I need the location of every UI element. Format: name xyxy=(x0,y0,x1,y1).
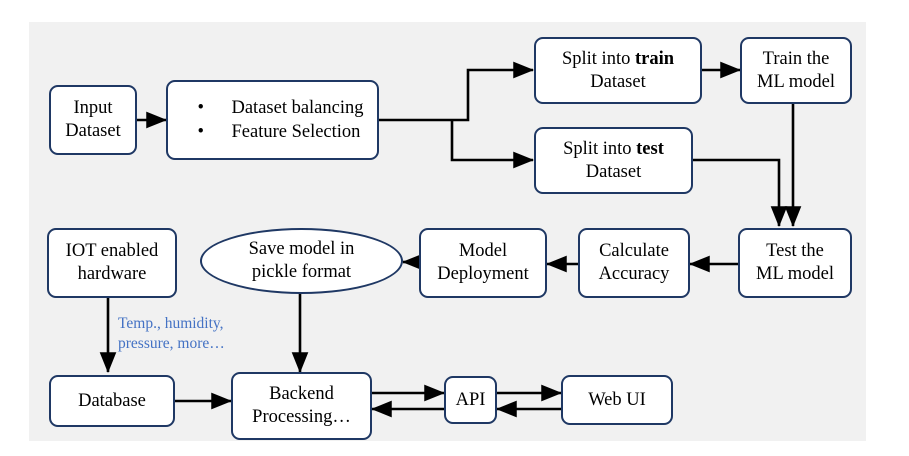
bullet-item-0: • Dataset balancing xyxy=(197,96,363,120)
node-split-test-prefix: Split into xyxy=(563,138,637,159)
node-calculate-accuracy-line2: Accuracy xyxy=(598,264,670,284)
node-model-deployment-line2: Deployment xyxy=(437,264,529,284)
node-split-test-line2: Dataset xyxy=(585,161,642,182)
node-train-model-line1: Train the xyxy=(762,48,830,69)
bullet-item-1: • Feature Selection xyxy=(197,120,363,144)
node-calculate-accuracy-line1: Calculate xyxy=(599,241,669,262)
node-iot-hardware-line2: hardware xyxy=(77,264,147,284)
edge-label-line1: Temp., humidity, xyxy=(118,315,224,332)
node-save-pickle-line2: pickle format xyxy=(251,262,352,282)
node-backend-line2: Processing… xyxy=(252,407,351,427)
bullet-label-1: Feature Selection xyxy=(231,122,361,142)
node-preprocessing-bullets: • Dataset balancing • Feature Selection xyxy=(181,96,363,144)
node-api[interactable]: API xyxy=(444,376,497,424)
edge-label-line2: pressure, more… xyxy=(118,335,225,353)
node-web-ui-label: Web UI xyxy=(588,389,646,410)
node-web-ui[interactable]: Web UI xyxy=(561,375,673,425)
node-test-model-line1: Test the xyxy=(766,241,824,262)
edge-label-iot-to-database: Temp., humidity, pressure, more… xyxy=(118,314,248,355)
node-model-deployment-line1: Model xyxy=(458,241,508,262)
node-backend-line1: Backend xyxy=(269,384,334,405)
node-iot-hardware-line1: IOT enabled xyxy=(65,241,159,262)
node-database[interactable]: Database xyxy=(49,375,175,427)
node-input-dataset-line2: Dataset xyxy=(65,121,121,141)
node-split-train-line2: Dataset xyxy=(590,71,646,92)
bullet-label-0: Dataset balancing xyxy=(231,97,364,118)
node-split-train-prefix: Split into xyxy=(561,48,635,69)
node-split-train-emphasis: train xyxy=(634,48,675,69)
node-database-label: Database xyxy=(78,390,146,411)
node-api-label: API xyxy=(455,389,486,410)
node-train-model-line2: ML model xyxy=(757,71,835,92)
bullet-glyph-0: • xyxy=(197,97,204,118)
node-split-test-emphasis: test xyxy=(636,138,664,159)
node-test-model-line2: ML model xyxy=(756,264,834,284)
bullet-glyph-1: • xyxy=(197,122,204,142)
node-preprocessing[interactable]: • Dataset balancing • Feature Selection xyxy=(166,80,379,160)
node-input-dataset-line1: Input xyxy=(73,98,113,119)
node-save-pickle-line1: Save model in xyxy=(248,239,355,260)
